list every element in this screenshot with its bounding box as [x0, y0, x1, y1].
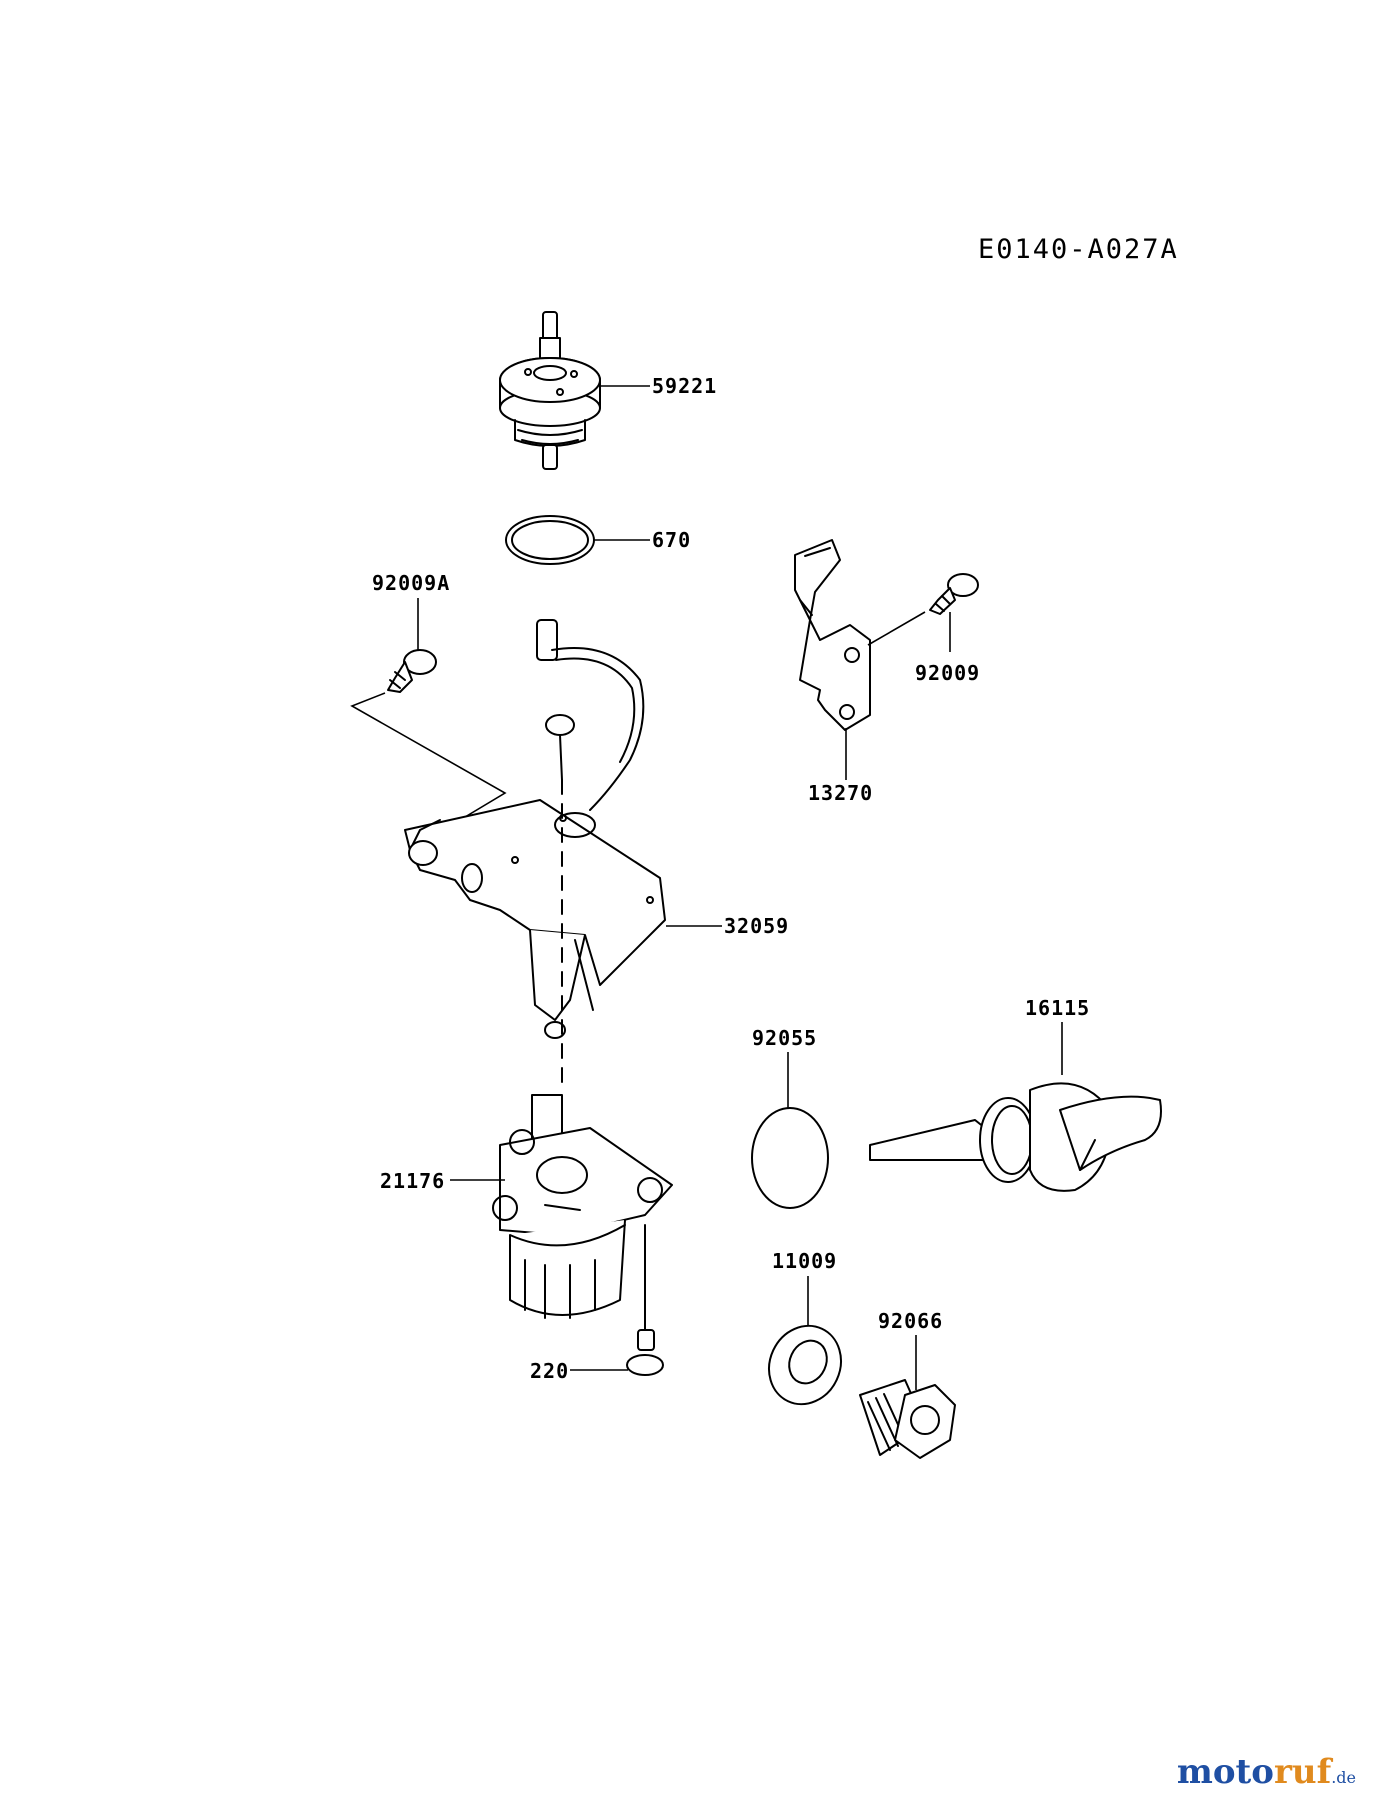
diagram-code: E0140-A027A [978, 234, 1179, 265]
part-number-92055: 92055 [752, 1026, 817, 1050]
part-13270-drawing [794, 539, 871, 731]
part-11009-drawing [768, 1324, 842, 1406]
leader-92009-target [867, 611, 926, 646]
part-number-92009: 92009 [915, 661, 980, 685]
part-number-92066: 92066 [878, 1309, 943, 1333]
part-21176-drawing [492, 1094, 673, 1319]
part-32059-drawing [404, 619, 666, 1091]
part-number-11009: 11009 [772, 1249, 837, 1273]
part-220-drawing [626, 1224, 664, 1376]
watermark: motoruf.de [1177, 1752, 1356, 1792]
part-92066-drawing [859, 1379, 956, 1459]
watermark-moto: moto [1176, 1752, 1274, 1792]
part-number-13270: 13270 [808, 781, 873, 805]
part-92009-drawing [929, 573, 979, 615]
part-number-16115: 16115 [1025, 996, 1090, 1020]
part-59221-drawing [499, 311, 601, 470]
leader-92009A-target [350, 692, 507, 833]
part-number-670: 670 [652, 528, 691, 552]
part-number-92009A: 92009A [372, 571, 450, 595]
watermark-ruf: ruf [1273, 1752, 1332, 1792]
part-number-32059: 32059 [724, 914, 789, 938]
part-16115-drawing [869, 1082, 1162, 1192]
part-number-21176: 21176 [380, 1169, 445, 1193]
part-92055-drawing [751, 1107, 829, 1209]
part-number-59221: 59221 [652, 374, 717, 398]
part-92009A-drawing [387, 649, 437, 693]
part-670-drawing [505, 515, 595, 565]
part-number-220: 220 [530, 1359, 569, 1383]
watermark-de: .de [1331, 1768, 1356, 1787]
